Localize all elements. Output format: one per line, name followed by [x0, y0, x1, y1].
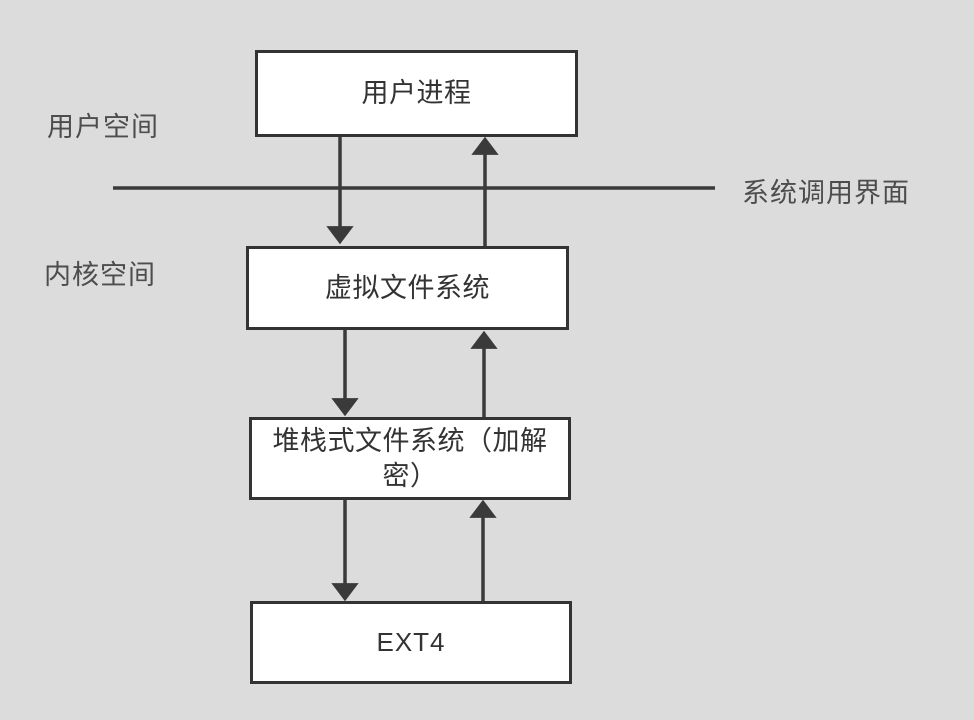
node-user-process-label: 用户进程	[361, 78, 472, 109]
node-ext4[interactable]: EXT4	[250, 601, 572, 684]
node-virtual-file-system[interactable]: 虚拟文件系统	[246, 246, 569, 330]
node-ext4-label: EXT4	[376, 626, 446, 657]
node-virtual-file-system-label: 虚拟文件系统	[325, 272, 490, 303]
node-stacked-file-system[interactable]: 堆栈式文件系统（加解密）	[249, 417, 571, 500]
label-kernel-space: 内核空间	[44, 260, 156, 290]
node-stacked-file-system-label: 堆栈式文件系统（加解密）	[272, 425, 548, 491]
node-user-process[interactable]: 用户进程	[255, 50, 578, 137]
label-user-space: 用户空间	[47, 112, 159, 142]
label-syscall-interface: 系统调用界面	[742, 178, 910, 208]
